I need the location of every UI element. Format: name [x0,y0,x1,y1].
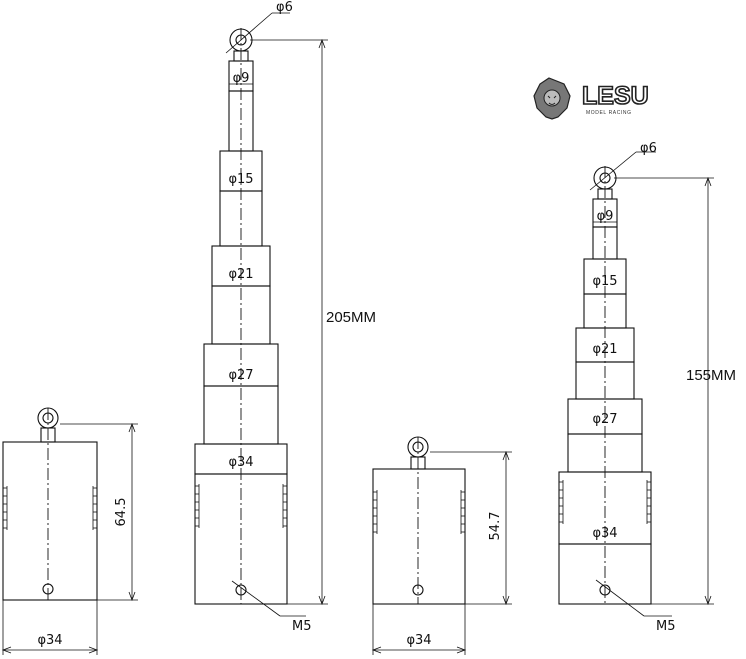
retracted-length-label: 54.7 [488,512,503,541]
base-width-label: φ34 [37,633,62,648]
mount-thread-leader [231,580,306,617]
cylinder-body [2,441,98,601]
base-width-label: φ34 [406,633,431,648]
mount-thread-leader [595,579,672,617]
grip-ribs-left [3,486,97,530]
grip-ribs [373,490,465,534]
extended-length-dimension [614,176,714,606]
extended-length-dimension [250,38,328,606]
eye-diameter-label: φ6 [276,0,293,15]
base-hole [42,583,54,595]
height-dimension [60,422,138,602]
stage-4-diameter: φ27 [592,412,617,427]
eye-diameter-leader [589,151,656,191]
base-hole [235,584,247,596]
width-dimension [1,600,99,655]
brand-tagline: MODEL RACING [586,110,632,116]
left-extended-cylinder: φ6 φ9 φ15 φ21 φ27 φ34 [194,0,376,634]
extended-length-label: 205MM [326,309,376,326]
extended-length-label: 155MM [686,367,736,384]
right-retracted-cylinder: 54.7 φ34 [371,436,512,655]
grip-ribs [559,480,651,524]
eye-diameter-leader [225,12,290,54]
stage-5-diameter: φ34 [228,455,253,470]
lion-emblem-icon [533,77,571,120]
retracted-length-label: 64.5 [114,498,129,527]
width-dimension [371,604,467,655]
brand-name: LESU [582,82,649,110]
right-extended-cylinder: φ6 φ9 φ15 φ21 φ27 φ34 [558,141,736,634]
base-hole [412,584,424,596]
grip-ribs [195,484,287,528]
lesu-logo: LESU MODEL RACING [533,77,649,120]
cylinder-body-lower [558,543,652,605]
mount-thread-label: M5 [292,619,312,634]
left-retracted-cylinder: 64.5 φ34 [1,407,138,655]
mount-thread-label: M5 [656,619,676,634]
height-dimension [430,450,512,606]
cylinder-body [372,468,466,605]
eye-diameter-label: φ6 [640,141,657,156]
